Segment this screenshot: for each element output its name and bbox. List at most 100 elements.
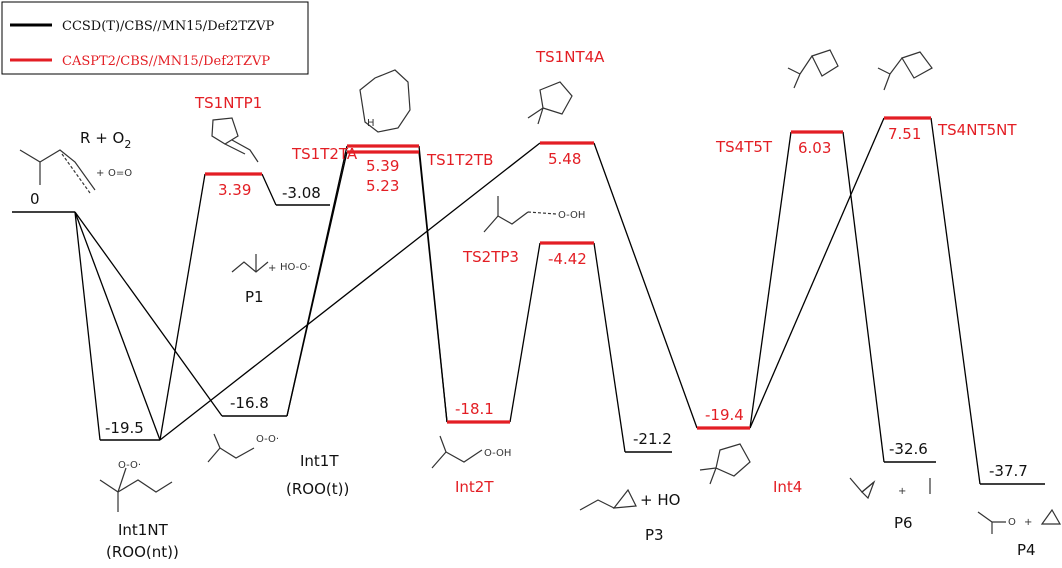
legend-red-label: CASPT2/CBS//MN15/Def2TZVP [62,54,270,69]
label-p1: P1 [245,288,264,306]
molecule-bond [889,57,903,75]
energy-values: 0 -19.5 3.39 -3.08 -16.8 5.39 5.23 -18.1… [30,125,1028,480]
molecule-ts4nt5nt [877,51,933,91]
molecule-ts4t5t [787,49,839,89]
ho-radical: + HO [640,491,680,509]
molecule-bond [699,467,717,471]
molecule-ring [715,443,751,477]
label-p3: P3 [645,526,664,544]
carbonyl-o: O [1008,517,1016,528]
molecule-ts1nt4a [527,81,573,125]
energy-int1t: -16.8 [230,394,269,412]
molecule-bond [19,149,41,185]
molecule-int1t: O-O· [207,433,279,463]
molecule-ring [901,51,933,79]
molecule-bond [527,211,557,215]
label-ts4nt5nt: TS4NT5NT [937,121,1017,139]
energy-ts4t5t: 6.03 [798,139,831,157]
energy-p6: -32.6 [889,440,928,458]
molecule-bond [799,55,813,75]
molecule-ring [612,488,637,509]
label-int4: Int4 [773,478,802,496]
label-ts4t5t: TS4T5T [715,138,773,156]
plus-sign: + [268,263,276,274]
connector [842,131,885,463]
molecule-ts1ntp1 [211,117,259,163]
connector [159,173,206,441]
label-int1nt-sub: (ROO(nt)) [106,543,179,561]
molecule-bond [117,479,173,493]
molecule-ring [1040,508,1062,525]
ho2-molecule: HO-O· [280,262,311,273]
label-ts1nt4a: TS1NT4A [535,48,605,66]
legend-black-label: CCSD(T)/CBS//MN15/Def2TZVP [62,19,274,34]
molecule-p1: + HO-O· [231,254,311,274]
energy-ts4nt5nt: 7.51 [888,125,921,143]
o2-molecule: O=O [108,168,132,179]
molecule-int2t: O-OH [431,435,511,469]
label-reactants: R + O2 [80,129,131,151]
energy-ts1nt4a: 5.48 [548,150,581,168]
label-int1t: Int1T [300,452,339,470]
molecule-bond [213,433,221,449]
energy-ts1t2ta: 5.39 [366,157,399,175]
connector [74,211,161,441]
energy-ts1ntp1: 3.39 [218,181,251,199]
energy-int4: -19.4 [705,406,744,424]
energy-p3: -21.2 [633,430,672,448]
molecule-ts2tp3: O-OH [483,196,585,233]
molecule-p6: + [849,477,931,500]
energy-r: 0 [30,190,40,208]
plus-sign: + [96,168,104,179]
molecule-ring [861,480,876,500]
connector [74,211,101,441]
label-int1t-sub: (ROO(t)) [286,480,349,498]
energy-int2t: -18.1 [455,400,494,418]
molecule-bond [483,211,529,233]
connector [286,151,348,417]
molecule-p4: O + [977,508,1062,534]
molecule-bond [439,435,447,453]
energy-int1nt: -19.5 [105,419,144,437]
connector [593,142,698,429]
molecule-bond [61,153,91,194]
molecule-bond [224,143,246,155]
atom-label: H [367,118,375,129]
molecule-ring [359,69,411,133]
molecule-ring [811,49,839,77]
label-ts2tp3: TS2TP3 [462,248,519,266]
molecule-bond [709,467,717,485]
molecule-int4 [699,443,751,485]
molecule-bond [977,511,1006,523]
ooh-group: O-OH [558,210,585,221]
connector [74,211,223,417]
species-labels: R + O2 TS1NTP1 TS1T2TA TS1T2TB TS1NT4A T… [80,48,1036,561]
energy-p1: -3.08 [282,184,321,202]
label-p4: P4 [1017,541,1036,559]
label-ts1t2tb: TS1T2TB [426,151,493,169]
energy-levels [12,116,1045,485]
molecule-bond [537,107,544,125]
molecule-bond [787,67,801,75]
molecule-ring [539,81,573,115]
molecule-ts1t2t: H [359,69,411,133]
connector [749,131,792,429]
molecule-bond [793,73,801,89]
label-int2t: Int2T [455,478,494,496]
molecule-bond [579,499,615,511]
connector-lines [74,117,981,485]
label-p6: P6 [894,514,913,532]
molecule-ring [211,117,239,145]
connector [509,242,541,423]
molecule-bond [231,139,259,163]
molecule-bond [877,67,891,75]
molecule-int1nt: O-O· [99,460,173,512]
molecule-bond [117,467,127,493]
molecule-bond [231,261,269,273]
connector [418,151,448,423]
connector [749,117,885,429]
connector [930,117,981,485]
molecule-bond [99,479,119,512]
molecule-bond [39,149,96,191]
